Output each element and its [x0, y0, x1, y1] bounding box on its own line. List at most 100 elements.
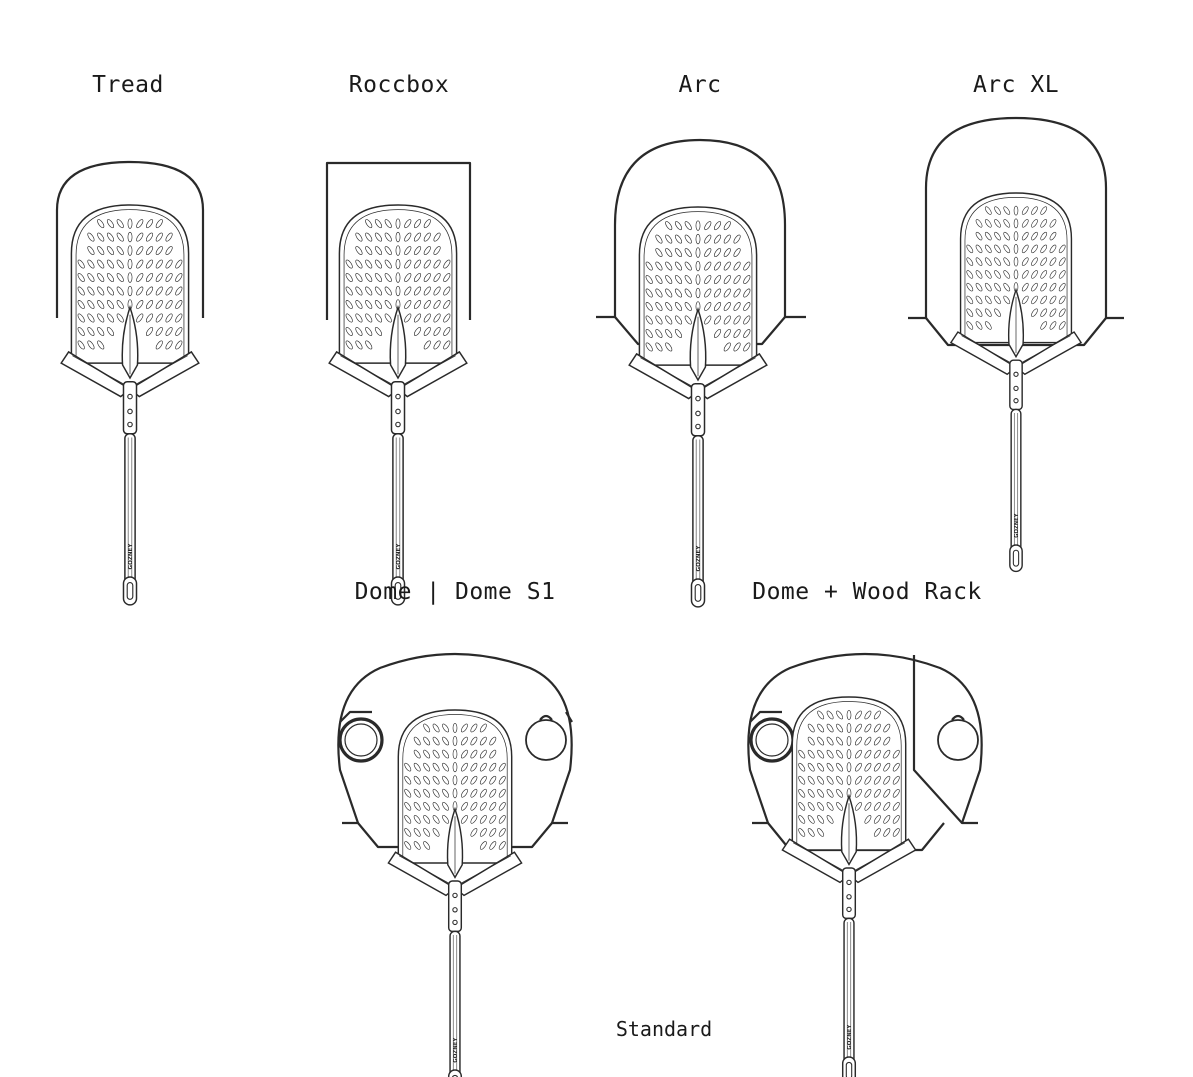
- perforation-hole: [665, 288, 673, 298]
- perforation-hole: [384, 219, 392, 229]
- perforation-hole: [404, 775, 412, 785]
- perforation-hole: [413, 762, 421, 772]
- perforation-hole: [116, 273, 124, 282]
- perforation-hole: [442, 749, 450, 759]
- perforation-hole: [165, 340, 173, 350]
- peel-perforations: [345, 218, 451, 350]
- perforation-hole: [892, 762, 900, 772]
- perforation-hole: [374, 219, 383, 229]
- perforation-hole: [413, 327, 422, 336]
- perforation-hole: [384, 273, 392, 282]
- perforation-hole: [175, 286, 183, 296]
- perforation-hole: [433, 246, 441, 256]
- perforation-hole: [165, 313, 173, 323]
- perforation-hole: [846, 736, 852, 747]
- perforation-hole: [175, 340, 183, 350]
- perforation-hole: [665, 275, 673, 284]
- perforation-hole: [713, 329, 722, 338]
- perforation-hole: [470, 828, 478, 837]
- perforation-hole: [116, 300, 124, 309]
- perforation-hole: [97, 232, 105, 242]
- perforation-hole: [873, 749, 881, 759]
- perforation-hole: [695, 233, 701, 245]
- perforation-hole: [106, 300, 115, 309]
- perforation-hole: [674, 329, 683, 338]
- perforation-hole: [645, 261, 653, 271]
- peel-head-inner-edge: [796, 701, 902, 849]
- perforation-hole: [106, 246, 115, 256]
- perforation-hole: [1031, 206, 1038, 215]
- perforation-hole: [743, 261, 751, 271]
- perforation-hole: [106, 219, 115, 229]
- perforation-hole: [684, 275, 692, 284]
- perforation-hole: [77, 313, 85, 323]
- perforation-hole: [807, 788, 815, 798]
- perforation-hole: [723, 315, 731, 325]
- perforation-hole: [1058, 308, 1066, 317]
- perforation-hole: [355, 246, 363, 256]
- perforation-hole: [136, 246, 144, 256]
- perforation-hole: [489, 801, 497, 811]
- perforation-hole: [713, 302, 722, 311]
- perforation-hole: [355, 259, 363, 269]
- peel-tread: GOZNEY: [60, 204, 200, 606]
- perforation-hole: [684, 221, 692, 231]
- peel-frame-arm-right: [396, 350, 468, 398]
- perforation-hole: [423, 259, 431, 269]
- perforation-hole: [127, 272, 133, 283]
- perforation-hole: [655, 234, 663, 244]
- perforation-hole: [97, 300, 105, 309]
- oven-mouth-arc-xl: [908, 116, 1124, 320]
- perforation-hole: [1040, 282, 1048, 292]
- perforation-hole: [106, 313, 115, 323]
- perforation-hole: [442, 788, 450, 798]
- perforation-hole: [1058, 257, 1066, 266]
- perforation-hole: [136, 313, 144, 323]
- perforation-hole: [892, 815, 900, 824]
- peel-hub: [690, 382, 706, 437]
- perforation-hole: [489, 841, 497, 850]
- perforation-hole: [384, 232, 392, 242]
- perforation-hole: [864, 736, 872, 746]
- perforation-hole: [1003, 219, 1011, 228]
- perforation-hole: [975, 219, 983, 228]
- perforation-hole: [136, 259, 144, 269]
- perforation-hole: [704, 234, 712, 244]
- perforation-hole: [854, 775, 862, 785]
- perforation-hole: [826, 788, 834, 798]
- perforation-hole: [452, 723, 458, 733]
- perforation-hole: [883, 828, 891, 837]
- perforation-hole: [77, 259, 85, 269]
- perforation-hole: [1031, 244, 1038, 254]
- perforation-hole: [87, 340, 95, 350]
- perforation-hole: [145, 273, 154, 282]
- perforation-hole: [374, 313, 383, 323]
- perforation-hole: [1031, 219, 1038, 228]
- perforation-hole: [892, 802, 900, 811]
- perforation-hole: [355, 340, 363, 350]
- perforation-hole: [723, 275, 731, 284]
- wood-rack-divider: [912, 655, 963, 824]
- perforation-hole: [127, 231, 133, 243]
- perforation-hole: [395, 285, 401, 297]
- perforation-hole: [355, 273, 363, 282]
- perforation-hole: [846, 723, 852, 734]
- perforation-hole: [1031, 295, 1038, 305]
- perforation-hole: [674, 288, 683, 298]
- peel-frame-arm-left: [60, 350, 132, 398]
- oven-label-dome: Dome | Dome S1: [354, 579, 556, 605]
- perforation-hole: [365, 246, 373, 256]
- perforation-hole: [443, 286, 451, 296]
- perforation-hole: [1031, 231, 1038, 241]
- perforation-hole: [807, 828, 815, 837]
- perforation-hole: [413, 736, 421, 746]
- perforation-hole: [155, 259, 163, 269]
- perforation-hole: [854, 710, 862, 720]
- peel-dome-wood: GOZNEY: [781, 696, 917, 1077]
- perforation-hole: [175, 313, 183, 323]
- perforation-hole: [873, 723, 881, 733]
- perforation-hole: [817, 762, 825, 772]
- perforation-hole: [498, 841, 506, 850]
- perforation-hole: [470, 775, 478, 785]
- peel-frame-arm-right: [128, 350, 200, 398]
